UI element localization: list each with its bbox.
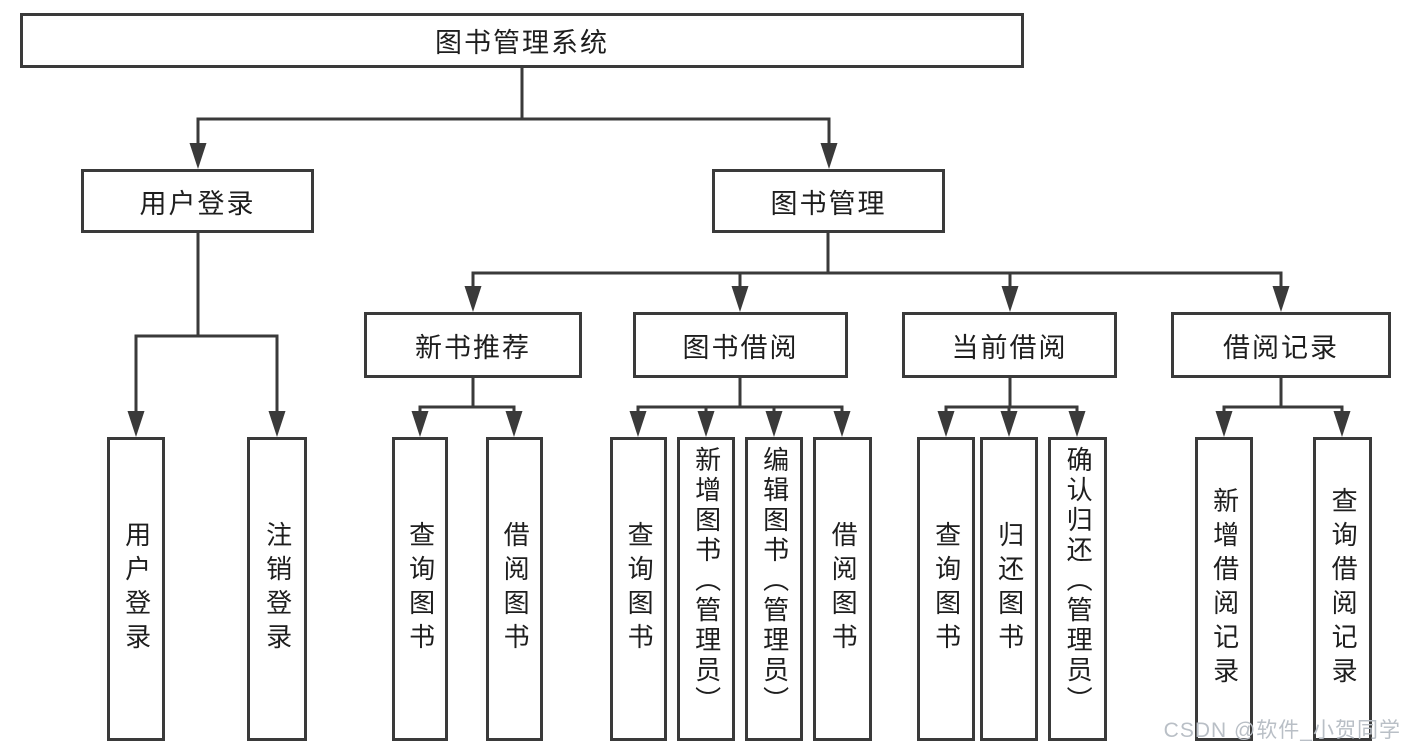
node-label: 归还图书	[994, 521, 1025, 657]
leaf-query-books-borrow: 查询图书	[610, 437, 667, 741]
arrowheads	[127, 143, 1351, 437]
leaf-query-books-recommend: 查询图书	[392, 437, 448, 741]
node-label: 新增借阅记录	[1209, 487, 1240, 691]
leaf-borrow-books-2: 借阅图书	[813, 437, 872, 741]
csdn-watermark: CSDN @软件_小贺同学	[1163, 719, 1401, 742]
node-new-book-recommend: 新书推荐	[364, 312, 582, 378]
node-label: 用户登录	[139, 188, 256, 219]
node-library-system: 图书管理系统	[20, 13, 1024, 68]
node-book-borrow: 图书借阅	[633, 312, 848, 378]
leaf-query-books-current: 查询图书	[917, 437, 975, 741]
node-label: 确认归还（管理员）	[1063, 446, 1094, 716]
node-label: 新增图书（管理员）	[691, 446, 722, 716]
node-label: 查询图书	[405, 521, 436, 657]
leaf-return-book: 归还图书	[980, 437, 1038, 741]
node-label: 编辑图书（管理员）	[759, 446, 790, 716]
node-user-login: 用户登录	[81, 169, 314, 233]
node-label: 借阅图书	[500, 521, 531, 657]
node-current-borrow: 当前借阅	[902, 312, 1117, 378]
node-label: 注销登录	[262, 521, 293, 657]
node-book-management: 图书管理	[712, 169, 945, 233]
node-borrow-records: 借阅记录	[1171, 312, 1391, 378]
leaf-query-borrow-record: 查询借阅记录	[1313, 437, 1372, 741]
node-label: 查询图书	[931, 521, 962, 657]
node-label: 用户登录	[121, 521, 152, 657]
node-label: 查询借阅记录	[1328, 487, 1359, 691]
node-label: 图书借阅	[682, 332, 799, 363]
leaf-user-login: 用户登录	[107, 437, 165, 741]
node-label: 查询图书	[624, 521, 655, 657]
node-label: 当前借阅	[951, 332, 1068, 363]
leaf-borrow-books-recommend: 借阅图书	[486, 437, 543, 741]
node-label: 新书推荐	[415, 332, 531, 363]
leaf-add-borrow-record: 新增借阅记录	[1195, 437, 1253, 741]
node-label: 图书管理系统	[435, 28, 609, 58]
node-label: 借阅图书	[828, 521, 859, 657]
leaf-edit-book-admin: 编辑图书（管理员）	[745, 437, 803, 741]
node-label: 借阅记录	[1223, 332, 1339, 363]
node-label: 图书管理	[770, 188, 887, 219]
leaf-logout: 注销登录	[247, 437, 307, 741]
leaf-add-book-admin: 新增图书（管理员）	[677, 437, 735, 741]
leaf-confirm-return-admin: 确认归还（管理员）	[1048, 437, 1107, 741]
